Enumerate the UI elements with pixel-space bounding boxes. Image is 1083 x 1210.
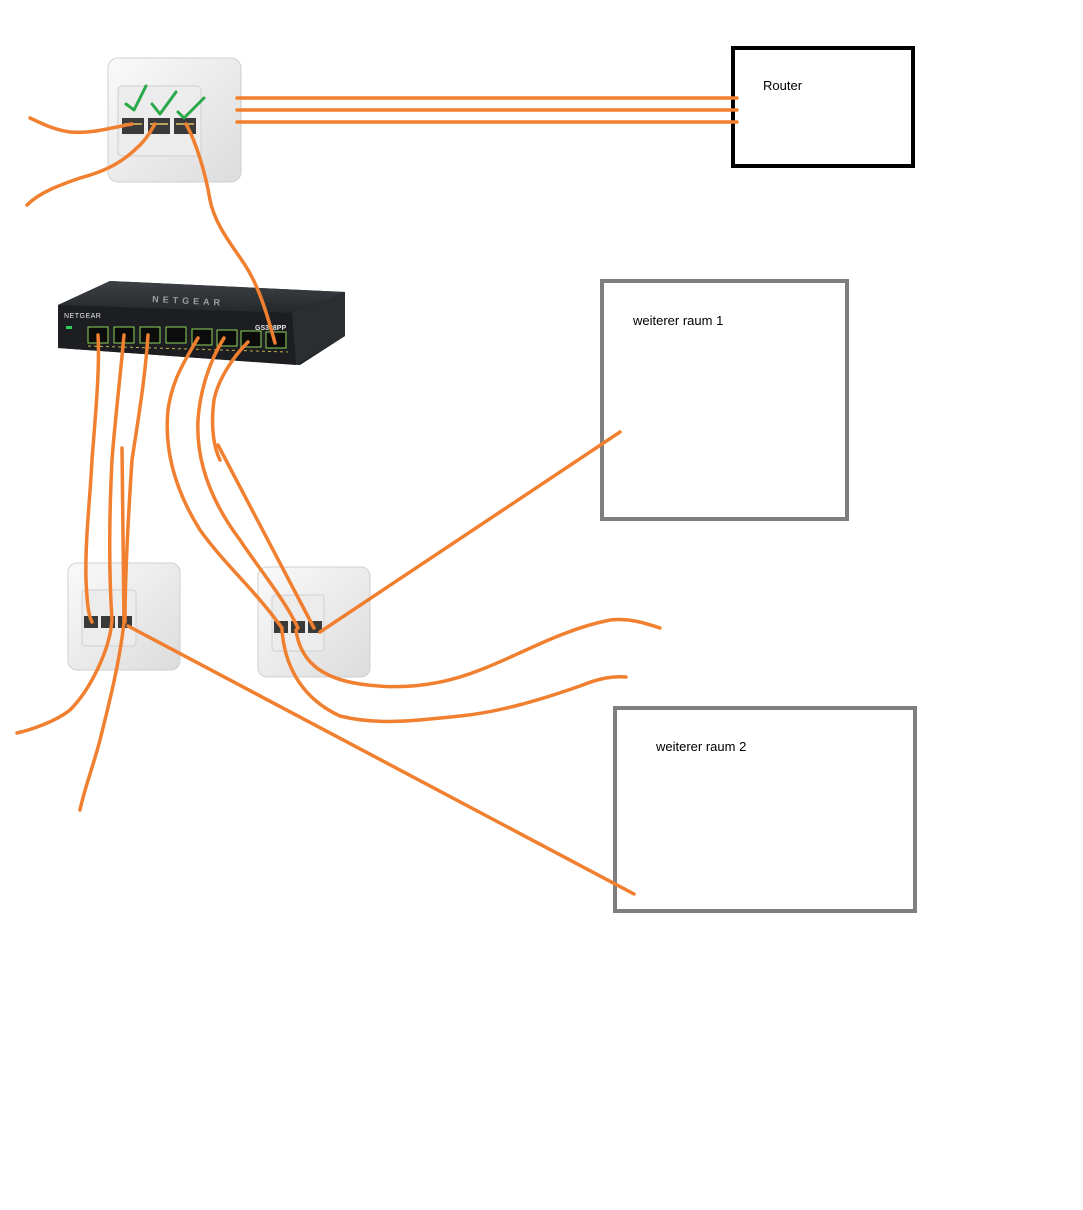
cable-to-room-2 xyxy=(126,624,636,896)
check-icon xyxy=(124,84,148,112)
cable-switch-mid-2 xyxy=(196,336,300,630)
router-label: Router xyxy=(763,78,803,93)
check-icon xyxy=(176,96,206,120)
router-box: Router xyxy=(731,46,915,168)
cable-switch-left-2 xyxy=(15,333,126,735)
cables xyxy=(15,96,739,896)
power-led xyxy=(66,326,72,329)
check-icon xyxy=(150,90,178,116)
room-1-label: weiterer raum 1 xyxy=(632,313,723,328)
cable-switch-left-1 xyxy=(84,333,101,624)
socket-top-port-3 xyxy=(174,118,196,134)
network-switch: NETGEAR NETGEAR GS308PP xyxy=(58,281,345,365)
cable-mid-out-1 xyxy=(294,617,662,689)
cable-socket-left-1 xyxy=(28,116,134,135)
cable-mid-out-2 xyxy=(280,628,628,724)
cable-switch-mid-3 xyxy=(210,340,250,462)
wall-socket-middle xyxy=(257,566,371,678)
switch-ports xyxy=(87,326,287,349)
room-2-box: weiterer raum 2 xyxy=(613,706,917,913)
cable-switch-mid-4 xyxy=(216,443,316,630)
cable-socket-to-switch xyxy=(184,122,277,345)
cable-to-room-1 xyxy=(318,430,622,634)
cable-switch-left-3 xyxy=(78,446,126,812)
room-1-box: weiterer raum 1 xyxy=(600,279,849,521)
cable-switch-mid-1 xyxy=(165,336,284,630)
socket-top-port-2 xyxy=(148,118,170,134)
cable-socket-left-2 xyxy=(25,122,157,207)
switch-logo: NETGEAR xyxy=(152,294,224,308)
wall-socket-top xyxy=(107,57,242,183)
switch-brand-label: NETGEAR xyxy=(64,313,101,320)
cable-switch-left-4 xyxy=(123,333,150,624)
check-marks xyxy=(124,84,206,120)
room-2-label: weiterer raum 2 xyxy=(655,739,746,754)
socket-top-port-1 xyxy=(122,118,144,134)
